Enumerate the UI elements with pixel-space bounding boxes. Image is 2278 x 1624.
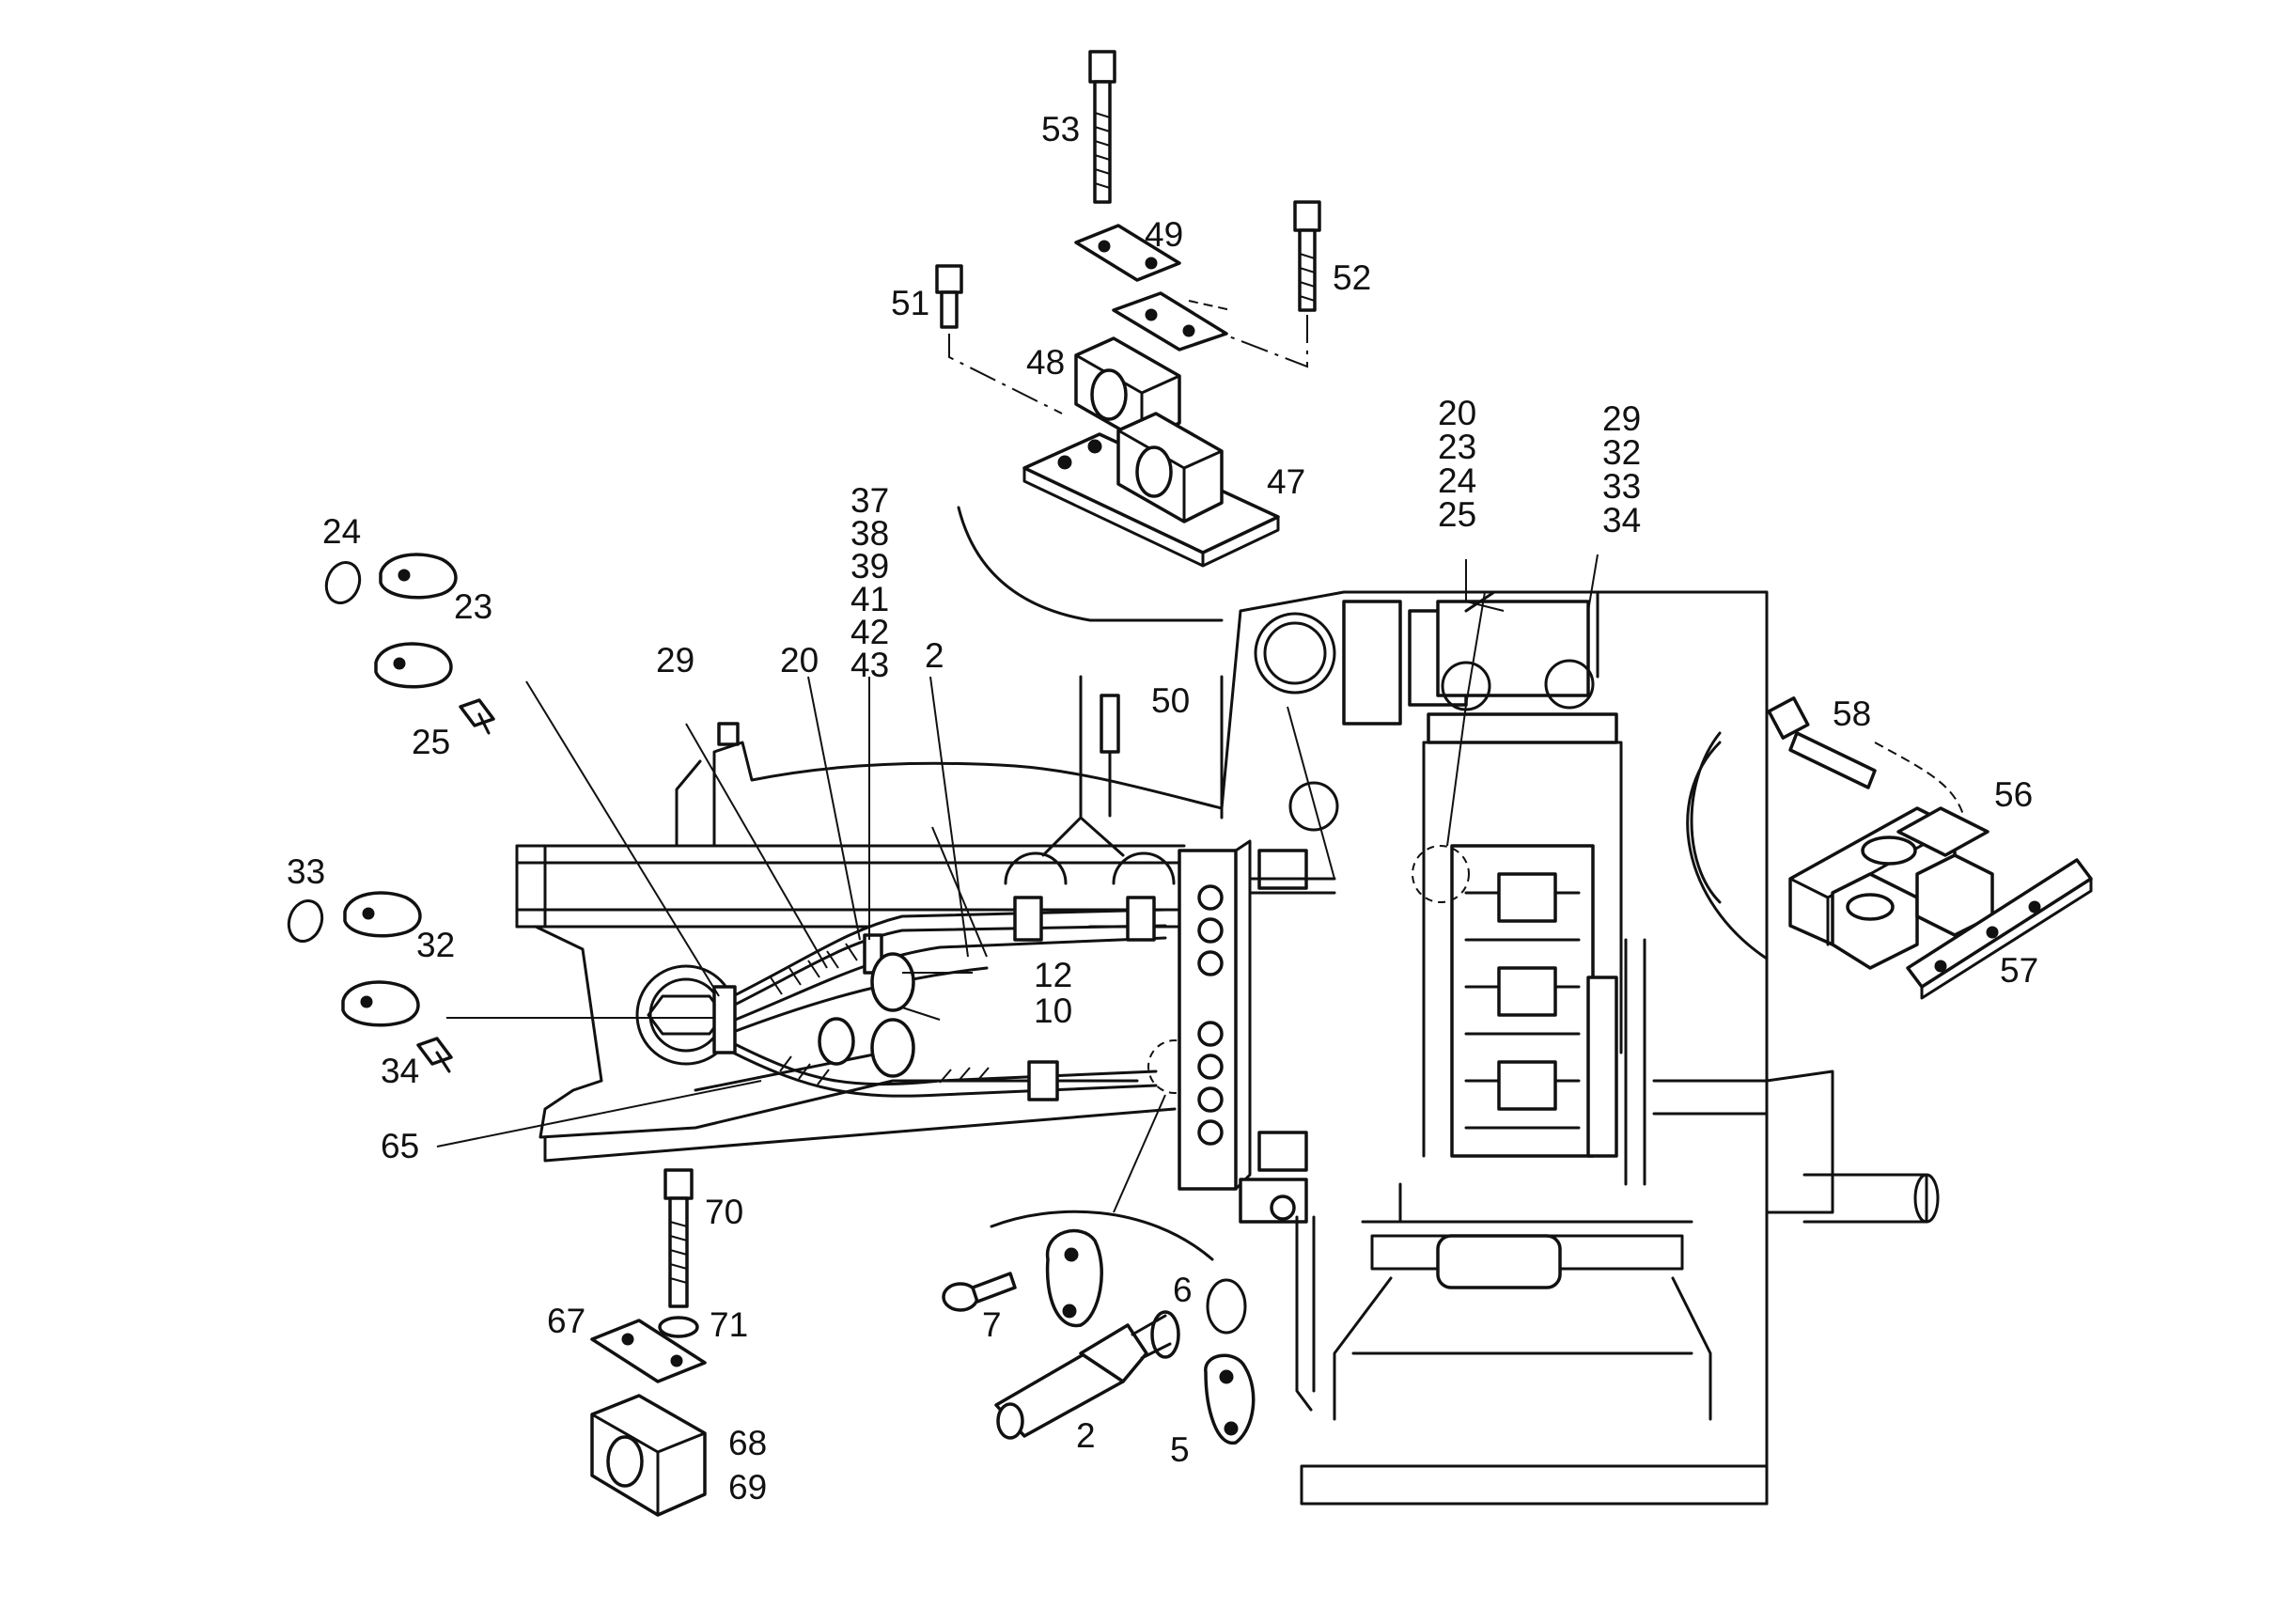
callout-29-right: 29 [1602,399,1641,438]
callout-67: 67 [547,1302,585,1340]
callout-24-right: 24 [1438,461,1476,500]
callout-65: 65 [381,1127,419,1165]
callout-29-left: 29 [656,641,694,679]
callout-57: 57 [2000,951,2038,990]
bottom-clamp-assembly [590,1168,707,1517]
callout-34-left: 34 [381,1052,419,1090]
flange-kit-upper-left [324,553,495,735]
top-clamp-assembly [935,50,1321,568]
callout-32-left: 32 [416,926,455,964]
callout-43: 43 [850,646,889,684]
callout-58: 58 [1833,695,1871,733]
hose-bundle [712,896,1202,1101]
callout-33-left: 33 [287,852,325,891]
callout-47: 47 [1267,462,1305,501]
callout-34-right: 34 [1602,501,1641,539]
callout-25-right: 25 [1438,495,1476,534]
callout-52: 52 [1333,258,1371,297]
callout-41: 41 [850,580,889,618]
right-clamp-assembly [1690,696,2093,1000]
machine-body [957,506,1940,1506]
callout-70: 70 [705,1193,743,1231]
callout-53: 53 [1041,110,1080,148]
valve-block [1178,839,1336,1412]
flange-kit-lower-left [287,891,453,1073]
callout-38: 38 [850,514,889,553]
callout-24-left: 24 [322,512,361,551]
callout-32-right: 32 [1602,433,1641,472]
callout-7: 7 [982,1305,1002,1344]
callout-69: 69 [728,1468,767,1507]
callout-2-bottom: 2 [1076,1416,1096,1455]
callout-23-left: 23 [454,587,492,626]
callout-23-right: 23 [1438,428,1476,466]
callout-56: 56 [1994,775,2033,814]
callout-37: 37 [850,481,889,520]
callout-48: 48 [1026,343,1065,382]
callout-51: 51 [891,284,929,322]
callout-5: 5 [1170,1430,1190,1469]
leader-lines [436,554,1599,1148]
callout-10: 10 [1034,992,1072,1030]
callout-2-top: 2 [925,636,944,675]
callout-25-left: 25 [412,723,450,761]
callout-68: 68 [728,1424,767,1462]
callout-20-right: 20 [1438,394,1476,432]
callout-71: 71 [710,1305,748,1344]
callout-20-left: 20 [780,641,819,679]
callout-49: 49 [1145,215,1183,254]
callout-12: 12 [1034,956,1072,994]
callout-6: 6 [1173,1271,1193,1309]
fitting-detail-kit [942,1094,1256,1445]
callout-33-right: 33 [1602,467,1641,506]
callout-labels: 53 49 52 51 48 47 20 23 24 25 29 32 33 3… [287,110,2038,1507]
callout-50: 50 [1151,681,1190,720]
callout-42: 42 [850,613,889,651]
callout-39: 39 [850,547,889,586]
